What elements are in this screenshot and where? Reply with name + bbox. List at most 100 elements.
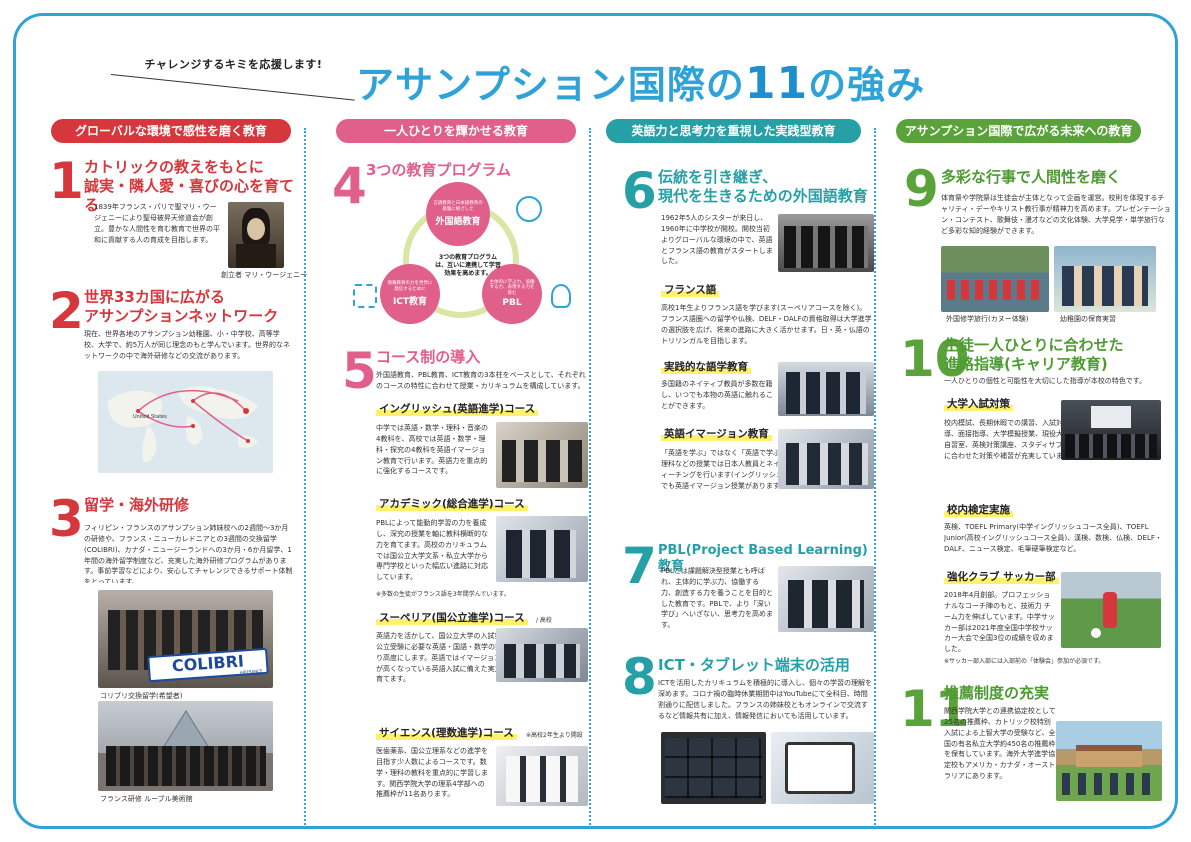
diagram-right-note: 主体的に学ぶ力、協働する力、表現する力を育む [489, 279, 535, 296]
item-3-body: フィリピン・フランスのアサンプション姉妹校への2週間〜3か月の研修や、フランス・… [84, 524, 293, 583]
online-class-photo [661, 732, 766, 804]
sisters-photo [778, 214, 874, 272]
kicker-text: チャレンジするキミを応援します! [144, 58, 323, 71]
item-5-heading: コース制の導入 [376, 348, 481, 366]
item-1-body: 1839年フランス・パリで聖マリ・ウージェニーにより聖母被昇天修道会が創立。豊か… [94, 203, 220, 244]
globe-icon [516, 196, 542, 222]
immersion-photo [778, 429, 874, 489]
world-network-map: United States [98, 371, 273, 473]
diagram-left-label: ICT教育 [392, 296, 428, 307]
course-superior-body: 英語力を活かして、国公立大学の入試突破を目指すコースです。国公立受験に必要な英語… [376, 632, 586, 684]
canoe-photo [941, 246, 1049, 312]
item-9-heading: 多彩な行事で人間性を磨く [941, 168, 1122, 186]
item-11-heading: 推薦制度の充実 [944, 684, 1050, 702]
colibri-caption: コリブリ交換留学(希望者) [100, 692, 183, 700]
item-7-body: PBLとは課題解決型授業とも呼ばれ、主体的に学ぶ力、協働する力、創造する力を養う… [661, 567, 773, 630]
practical-language-title: 実践的な語学教育 [661, 361, 751, 374]
soccer-club-title: 強化クラブ サッカー部 [944, 571, 1059, 584]
lecture-photo [1061, 400, 1161, 460]
item-6-number: 6 [622, 162, 657, 220]
immersion-body: 「英語を学ぶ」ではなく「英語で学ぶ」教育を実践します。数学や理科などの授業では日… [661, 449, 871, 490]
item-5-number: 5 [342, 342, 377, 400]
item-6-body: 1962年5人のシスターが来日し、1960年に中学校が開校。開校当初よりグローバ… [661, 214, 773, 266]
category-future: アサンプション国際で広がる未来への教育 [896, 119, 1141, 143]
english-course-photo [496, 422, 588, 488]
diagram-foreign-language: 言語教育と日本語教育の基盤に根ざした 外国語教育 [426, 182, 490, 246]
item-1-number: 1 [49, 152, 84, 210]
item-4-heading: 3つの教育プログラム [366, 161, 511, 179]
academic-course-photo [496, 516, 588, 582]
page-title: アサンプション国際の11の強み [356, 58, 926, 109]
soccer-club-body: 2018年4月創部。プロフェッショナルなコーチ陣のもと、技術力 チーム力を伸ばし… [944, 591, 1055, 654]
page-frame: チャレンジするキミを応援します! アサンプション国際の11の強み グローバルな環… [13, 13, 1178, 829]
course-academic-title: アカデミック(総合進学)コース [376, 498, 528, 511]
item-4-number: 4 [332, 157, 367, 215]
item-3-number: 3 [49, 490, 84, 548]
item-3-heading: 留学・海外研修 [84, 496, 190, 514]
item-10-number: 10 [900, 330, 970, 388]
superior-course-photo [496, 628, 588, 682]
course-superior-badge: / 高校 [536, 617, 552, 624]
column-divider [589, 128, 591, 826]
item-8-number: 8 [622, 648, 657, 706]
map-label: United States [133, 414, 167, 420]
column-divider [874, 128, 876, 826]
entrance-exam-title: 大学入試対策 [944, 398, 1013, 411]
item-7-number: 7 [622, 537, 657, 595]
academic-note: ※多数の生徒がフランス語を3年間学んでいます。 [376, 591, 510, 598]
diagram-pbl: 主体的に学ぶ力、協働する力、表現する力を育む PBL [482, 264, 542, 324]
column-divider [304, 128, 306, 826]
item-10-body: 一人ひとりの個性と可能性を大切にした指導が本校の特色です。 [944, 377, 1147, 385]
colibri-banner-sub: AIRFRANCE [239, 668, 263, 675]
science-course-photo [496, 746, 588, 806]
diagram-left-note: 情報教育の力を世界に発信するために [387, 281, 433, 292]
diagram-top-note: 言語教育と日本語教育の基盤に根ざした [433, 201, 483, 212]
campus-exam-body: 英検、TOEFL Primary(中学イングリッシュコース全員)、TOEFL J… [944, 523, 1162, 553]
item-11-body: 関西学院大学との連携協定校として25名の推薦枠、カトリック校特別入試による上智大… [944, 707, 1056, 781]
course-academic-body: PBLによって能動的学習の力を養成し、深究の授業を軸に教科横断的な力を育てます。… [376, 519, 488, 582]
louvre-photo [98, 701, 273, 791]
item-1-heading: カトリックの教えをもとに誠実・隣人愛・喜びの心を育てる [84, 158, 295, 214]
kicker-underline [110, 74, 355, 101]
item-2-number: 2 [49, 282, 84, 340]
soccer-note: ※サッカー部入部には入部前の「体験会」参加が必須です。 [944, 658, 1105, 665]
french-title: フランス語 [661, 284, 720, 297]
item-10-heading: 生徒一人ひとりに合わせた進路指導(キャリア教育) [944, 336, 1124, 373]
category-global: グローバルな環境で感性を磨く教育 [51, 119, 291, 143]
louvre-caption: フランス研修 ルーブル美術館 [100, 795, 193, 803]
item-11-number: 11 [900, 680, 970, 738]
course-science-badge: ※高校2年生より開設 [526, 732, 583, 739]
tablet-photo [771, 732, 874, 804]
course-superior-title: スーペリア(国公立進学)コース [376, 612, 528, 625]
lightbulb-icon [551, 284, 571, 308]
french-body: 高校1年生よりフランス語を学びます(スーペリアコースを除く)。フランス語圏への留… [661, 304, 872, 345]
campus-exam-title: 校内検定実施 [944, 504, 1013, 517]
diagram-ict: 情報教育の力を世界に発信するために ICT教育 [380, 264, 440, 324]
course-science-title: サイエンス(理数進学)コース [376, 727, 517, 740]
native-teachers-photo [778, 362, 874, 416]
canoe-caption: 外国修学旅行(カヌー体験) [946, 315, 1029, 323]
item-8-heading: ICT・タブレット端末の活用 [658, 656, 850, 674]
immersion-title: 英語イマージョン教育 [661, 428, 772, 441]
founder-portrait [228, 202, 284, 268]
item-6-heading: 伝統を引き継ぎ、現代を生きるための外国語教育 [658, 168, 868, 205]
nursery-caption: 幼稚園の保育実習 [1060, 315, 1116, 323]
colibri-exchange-photo: COLIBRI AIRFRANCE [98, 590, 273, 688]
diagram-top-label: 外国語教育 [435, 216, 481, 227]
founder-caption: 創立者 マリ・ウージェニー [221, 271, 308, 279]
item-9-body: 体育祭や学院祭は生徒会が主体となって企画を運営。校則を体現するチャリティ・デーや… [941, 194, 1171, 235]
item-7-heading: PBL(Project Based Learning)教育 [658, 543, 868, 575]
pbl-photo [778, 566, 874, 632]
title-number: 11 [744, 58, 809, 109]
category-individual: 一人ひとりを輝かせる教育 [336, 119, 576, 143]
network-icon [353, 284, 377, 308]
course-english-body: 中学では英語・数学・理科・音楽の4教科を、高校では英語・数学・理科・探究の4教科… [376, 424, 488, 476]
diagram-right-label: PBL [502, 298, 522, 309]
course-science-body: 医歯薬系、国公立理系などの進学を目指す少人数によるコースです。数学・理科の教科を… [376, 747, 488, 799]
item-2-body: 現在、世界各地のアサンプション幼稚園、小・中学校、高等学校、大学で、約5万人が同… [84, 330, 290, 360]
nursery-photo [1054, 246, 1156, 312]
campus-lawn-photo [1056, 721, 1162, 801]
entrance-exam-body: 校内模試、長期休暇での講習、入試対策の授業・演習問題、小論文指導、面接指導、大学… [944, 419, 1161, 460]
item-8-body: ICTを活用したカリキュラムを積極的に導入し、個々の学習の理解を深めます。コロナ… [658, 679, 873, 720]
soccer-photo [1061, 572, 1161, 648]
